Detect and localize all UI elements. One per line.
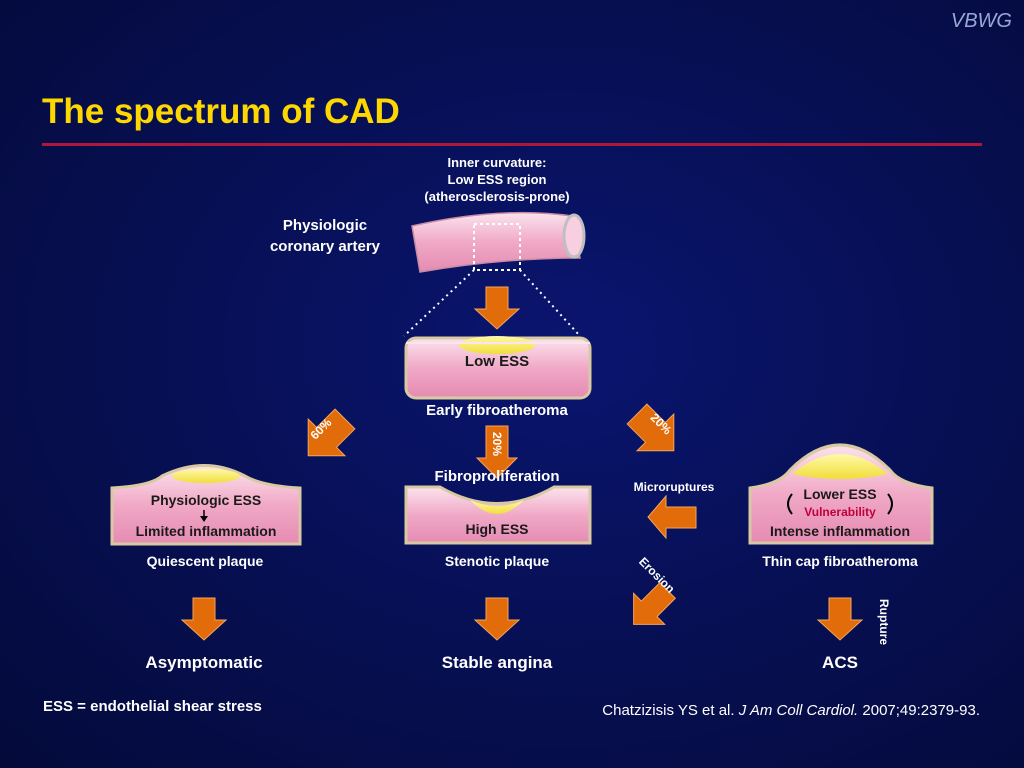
stenotic-caption: Stenotic plaque	[445, 553, 549, 569]
thincap-label-bottom: Intense inflammation	[770, 523, 910, 539]
brand-logo-text: VBWG	[950, 10, 1012, 32]
stenotic-vessel-label: High ESS	[465, 521, 528, 537]
early-vessel-label: Low ESS	[465, 353, 529, 370]
outcome-acs: ACS	[822, 653, 858, 672]
stenotic-label-top: Fibroproliferation	[435, 468, 560, 485]
thincap-label-mid: Vulnerability	[804, 505, 876, 519]
outcome-asymptomatic: Asymptomatic	[145, 653, 262, 672]
ess-footnote: ESS = endothelial shear stress	[43, 698, 262, 715]
early-fibroatheroma-caption: Early fibroatheroma	[426, 402, 568, 419]
microruptures-label: Microruptures	[634, 480, 715, 494]
arrow-20-percent-center: 20%	[475, 425, 519, 479]
page-title: The spectrum of CAD	[42, 92, 400, 131]
citation-ref: 2007;49:2379-93.	[862, 702, 980, 719]
arrow-to-stable-angina	[474, 597, 520, 641]
citation-authors: Chatzizisis YS et al.	[602, 702, 735, 719]
early-fibroatheroma-vessel	[404, 336, 592, 400]
thincap-label-top: Lower ESS	[803, 486, 876, 502]
thincap-fibroatheroma-vessel	[748, 443, 934, 545]
arrow-to-asymptomatic	[181, 597, 227, 641]
quiescent-plaque-vessel	[110, 464, 302, 546]
quiescent-label-top: Physiologic ESS	[151, 492, 261, 508]
inner-curvature-line1: Inner curvature:	[448, 155, 547, 170]
arrow-60-percent: 60%	[307, 408, 356, 457]
title-divider	[42, 143, 982, 146]
physiologic-label-line2: coronary artery	[270, 238, 381, 255]
quiescent-label-bottom: Limited inflammation	[136, 523, 277, 539]
branch-center-pct: 20%	[490, 432, 504, 456]
thincap-caption: Thin cap fibroatheroma	[762, 553, 918, 569]
citation: Chatzizisis YS et al. J Am Coll Cardiol.…	[602, 702, 980, 719]
erosion-arrow	[633, 581, 677, 625]
citation-journal: J Am Coll Cardiol.	[738, 702, 859, 719]
physiologic-artery-illustration	[403, 211, 586, 337]
arrow-to-early	[474, 286, 520, 330]
arrow-to-acs	[817, 597, 863, 641]
arrow-20-percent-right: 20%	[626, 403, 675, 452]
physiologic-label-line1: Physiologic	[283, 217, 367, 234]
quiescent-caption: Quiescent plaque	[147, 553, 264, 569]
rupture-label: Rupture	[877, 599, 891, 645]
inner-curvature-line2: Low ESS region	[448, 172, 547, 187]
inner-curvature-line3: (atherosclerosis-prone)	[424, 189, 569, 204]
outcome-stable-angina: Stable angina	[442, 653, 553, 672]
microruptures-arrow	[647, 494, 697, 540]
stenotic-plaque-vessel	[404, 485, 592, 545]
